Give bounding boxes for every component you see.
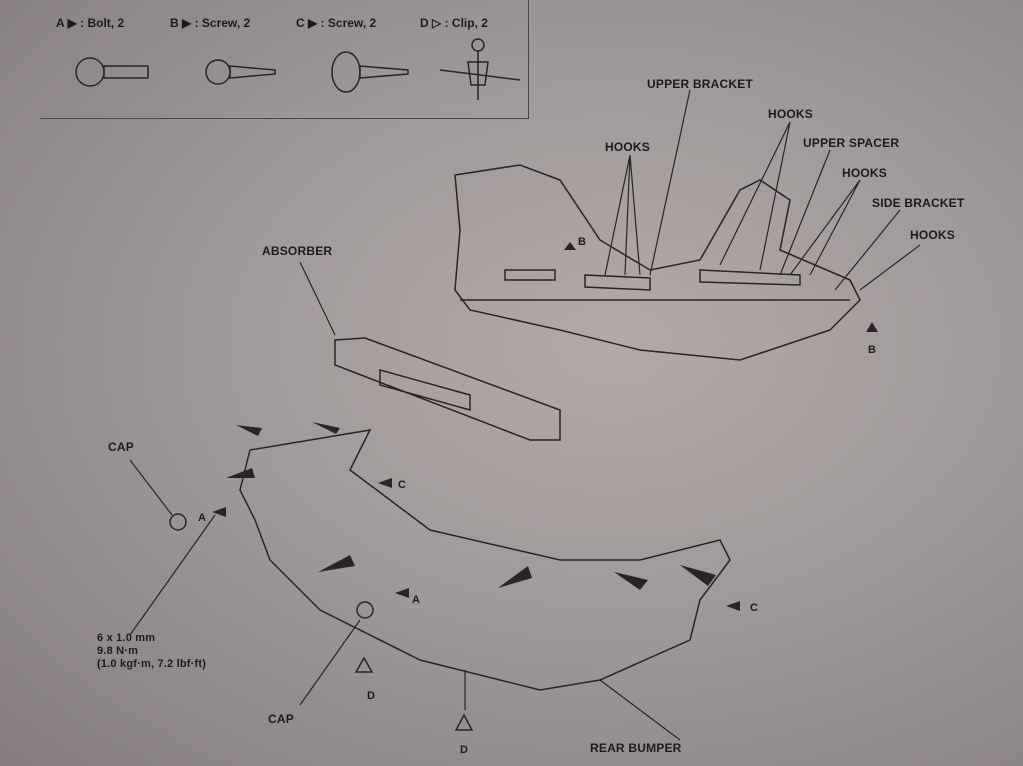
label-upper-spacer: UPPER SPACER <box>803 136 900 150</box>
marker-c-1: C <box>398 479 407 491</box>
label-rear-bumper: REAR BUMPER <box>590 741 682 755</box>
screw-c-icon <box>331 51 409 93</box>
cap-bottom <box>356 601 374 619</box>
direction-arrows <box>212 242 878 611</box>
cap-left <box>169 513 187 531</box>
fastener-legend-box <box>40 0 529 119</box>
leader-lines <box>129 89 921 741</box>
label-upper-bracket: UPPER BRACKET <box>647 77 753 91</box>
label-hooks-4: HOOKS <box>910 228 956 242</box>
marker-d-2: D <box>460 744 469 756</box>
fastener-a: A ▶ : Bolt, 2 <box>56 16 125 30</box>
rear-bumper-part <box>239 429 731 691</box>
torque-nm: 9.8 N·m <box>97 645 139 657</box>
marker-b-1: B <box>578 236 587 248</box>
clip-markers <box>354 656 474 731</box>
label-cap-2: CAP <box>268 712 294 726</box>
fastener-b: B ▶ : Screw, 2 <box>170 16 251 30</box>
label-hooks-1: HOOKS <box>605 140 651 154</box>
fastener-c: C ▶ : Screw, 2 <box>296 16 377 30</box>
clip-icon <box>439 38 521 100</box>
label-hooks-3: HOOKS <box>842 166 888 180</box>
torque-size: 6 x 1.0 mm <box>97 632 156 644</box>
label-cap-1: CAP <box>108 440 134 454</box>
marker-b-2: B <box>868 344 877 356</box>
upper-bracket-assembly <box>454 164 861 361</box>
marker-c-2: C <box>750 602 759 614</box>
marker-d-1: D <box>367 690 376 702</box>
screw-b-icon <box>205 59 276 85</box>
marker-a-2: A <box>412 594 421 606</box>
label-hooks-2: HOOKS <box>768 107 814 121</box>
label-absorber: ABSORBER <box>262 244 333 258</box>
label-side-bracket: SIDE BRACKET <box>872 196 965 210</box>
torque-spec: 6 x 1.0 mm 9.8 N·m (1.0 kgf·m, 7.2 lbf·f… <box>97 632 206 671</box>
torque-alt: (1.0 kgf·m, 7.2 lbf·ft) <box>97 658 207 670</box>
marker-a-1: A <box>198 512 207 524</box>
bolt-icon <box>75 57 149 87</box>
fastener-d: D ▷ : Clip, 2 <box>420 16 488 30</box>
absorber-part <box>334 337 561 441</box>
